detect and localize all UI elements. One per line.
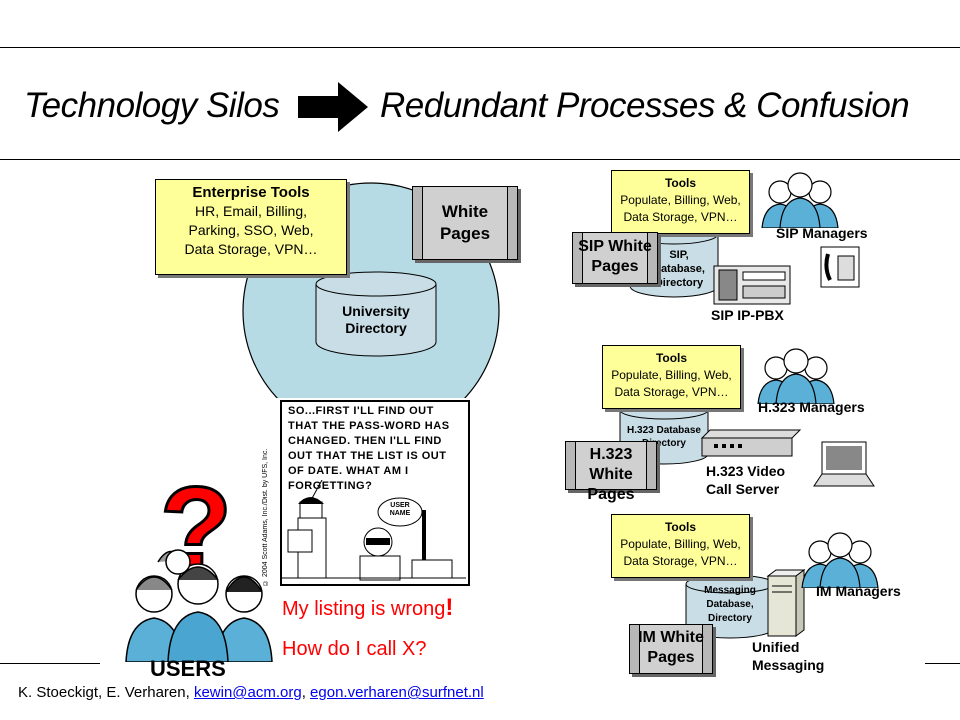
- footer-authors: K. Stoeckigt, E. Verharen,: [18, 684, 190, 701]
- h323-db-label: H.323 Database Directory: [627, 425, 701, 449]
- comic-text: SO...FIRST I'LL FIND OUT THAT THE PASS-W…: [288, 405, 450, 492]
- comic-drawing-icon: [282, 480, 466, 581]
- phone-icon: [820, 246, 860, 288]
- h323-managers-label: H.323 Managers: [758, 399, 865, 415]
- top-rule: [0, 47, 960, 48]
- footer-rule-right: [925, 663, 960, 664]
- h323-tools-box: Tools Populate, Billing, Web, Data Stora…: [602, 345, 741, 409]
- h323-white-pages: H.323 White Pages: [565, 441, 657, 503]
- im-tools-box: Tools Populate, Billing, Web, Data Stora…: [611, 514, 750, 578]
- enterprise-tools-title: Enterprise Tools: [192, 184, 310, 201]
- comic-bubble-text: USER NAME: [389, 502, 411, 517]
- call-x-text: How do I call X?: [282, 638, 427, 660]
- im-device-label: Unified Messaging: [752, 639, 825, 673]
- sip-tools-box: Tools Populate, Billing, Web, Data Stora…: [611, 170, 750, 234]
- sip-device-label: SIP IP-PBX: [711, 307, 784, 323]
- users-group-icon: [125, 549, 273, 662]
- footer-credits: K. Stoeckigt, E. Verharen, kewin@acm.org…: [18, 684, 484, 701]
- im-managers-icon: [801, 532, 879, 588]
- comic-frame: [280, 400, 470, 586]
- university-directory-label: University Directory: [342, 303, 410, 336]
- h323-managers-icon: [757, 348, 835, 404]
- email-link-egon[interactable]: egon.verharen@surfnet.nl: [310, 684, 484, 701]
- sip-managers-label: SIP Managers: [776, 225, 868, 241]
- enterprise-tools-line1: HR, Email, Billing,: [194, 203, 308, 219]
- footer-separator: ,: [301, 684, 306, 701]
- sip-db-label: SIP, Database, Directory: [653, 249, 705, 289]
- enterprise-tools-line2: Parking, SSO, Web,: [188, 222, 314, 238]
- title-bottom-rule: [0, 159, 960, 160]
- sip-managers-icon: [761, 172, 839, 228]
- title-left: Technology Silos: [24, 86, 280, 125]
- enterprise-tools-line3: Data Storage, VPN…: [184, 241, 318, 257]
- laptop-icon: [813, 441, 875, 487]
- users-label: USERS: [150, 656, 226, 681]
- arrow-right-icon: [298, 82, 368, 132]
- listing-wrong-mark: !: [445, 594, 454, 621]
- white-pages-box: White Pages: [412, 186, 518, 260]
- im-managers-label: IM Managers: [816, 583, 901, 599]
- listing-wrong-label: My listing is wrong: [282, 598, 446, 620]
- pbx-icon: [713, 265, 791, 305]
- email-link-kewin[interactable]: kewin@acm.org: [193, 684, 302, 701]
- video-server-icon: [700, 429, 802, 457]
- comic-panel: © 2004 Scott Adams, Inc./Dist. by UFS, I…: [262, 398, 472, 586]
- im-db-label: Messaging Database, Directory: [704, 585, 756, 624]
- im-white-pages: IM White Pages: [629, 624, 713, 674]
- h323-device-label: H.323 Video Call Server: [706, 463, 786, 497]
- listing-wrong-text: My listing is wrong!: [282, 594, 453, 622]
- footer-rule-left: [0, 663, 100, 664]
- sip-white-pages: SIP White Pages: [572, 232, 658, 284]
- enterprise-tools-box: Enterprise Tools HR, Email, Billing, Par…: [155, 179, 347, 275]
- university-directory-db: [315, 271, 437, 357]
- title-right: Redundant Processes & Confusion: [380, 86, 910, 125]
